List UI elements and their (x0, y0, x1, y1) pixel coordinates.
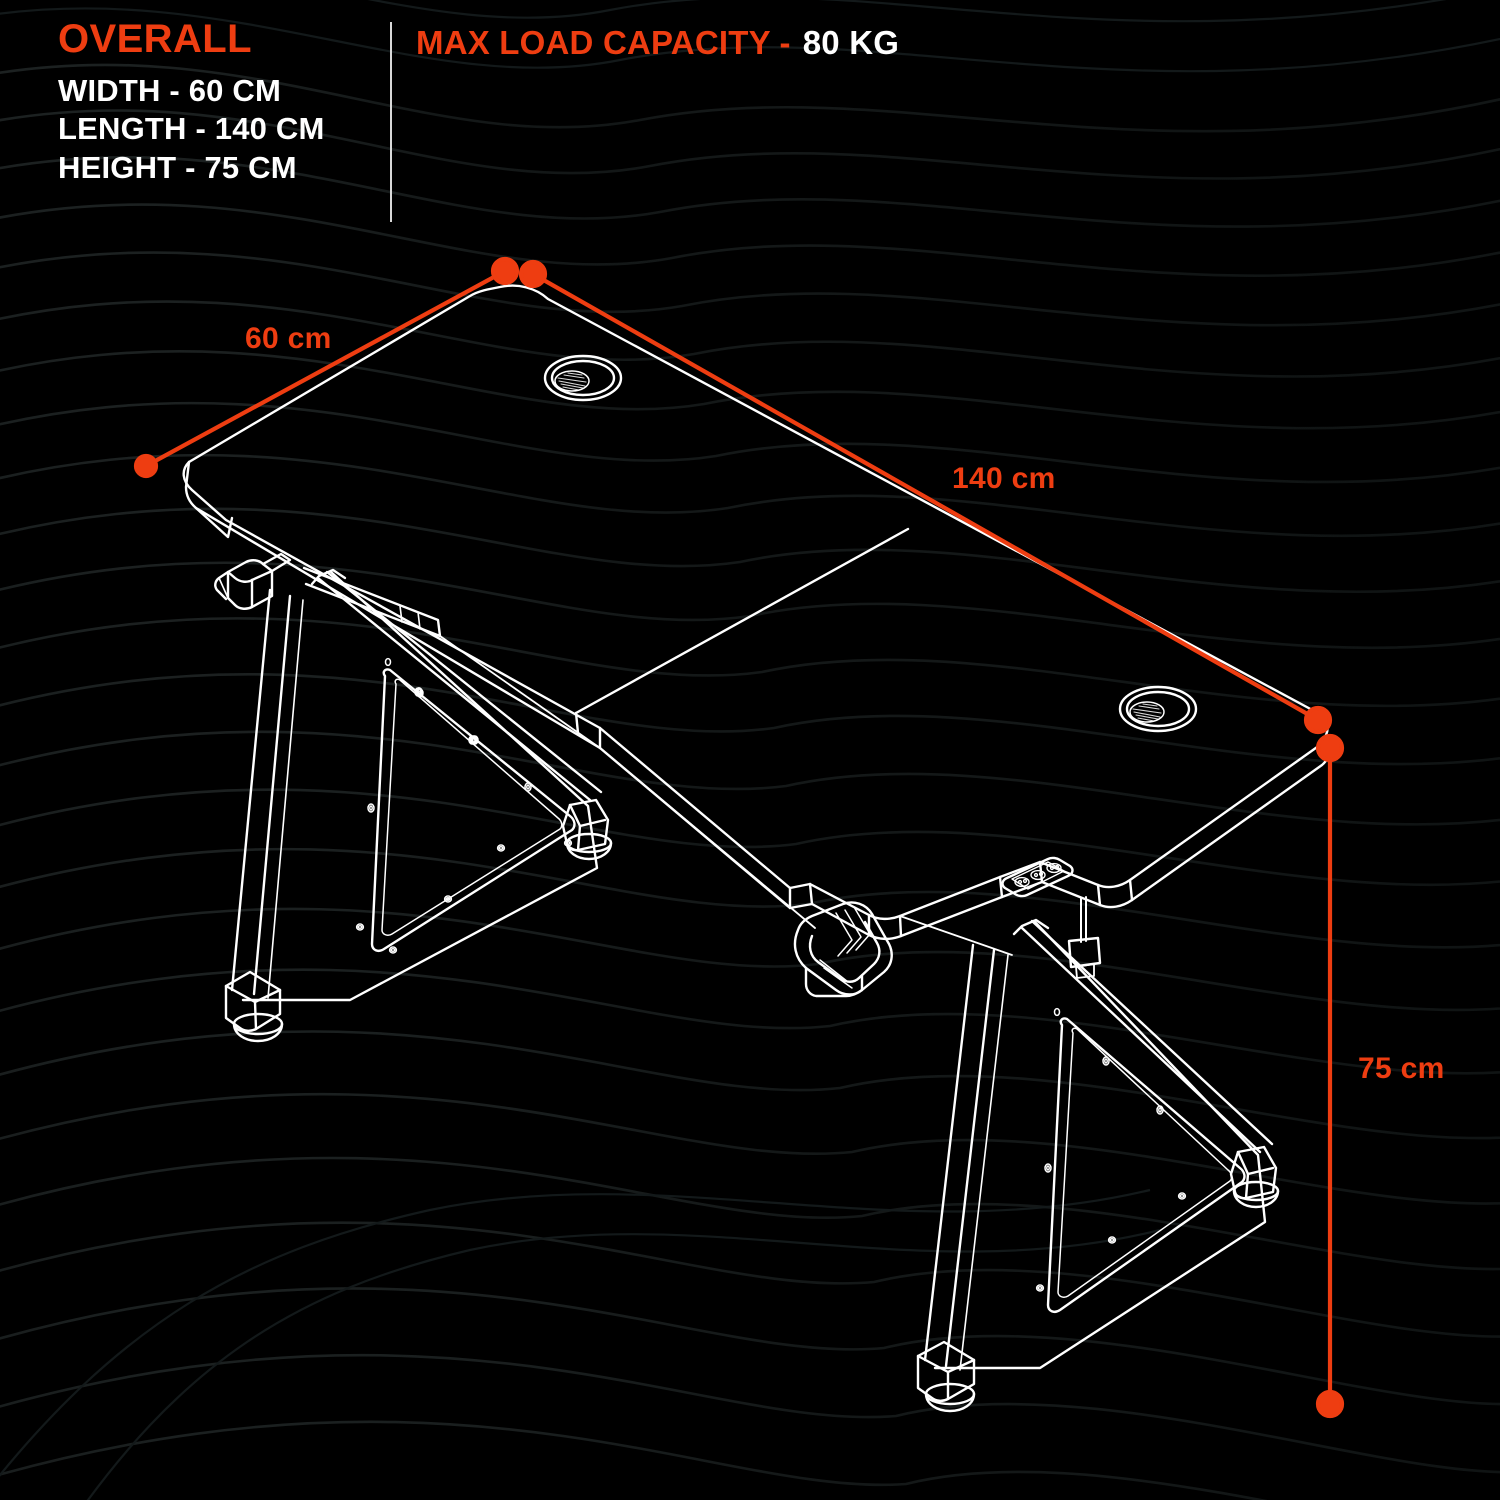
left-leg-glide-brace-b (565, 841, 613, 861)
desktop-edge-notch (788, 743, 1330, 941)
right-leg-brace-outer (933, 919, 1267, 1370)
right-leg-glide-brace (1232, 1180, 1280, 1202)
power-socket-inner-bevel (1011, 861, 1065, 890)
center-beam-under (439, 635, 601, 749)
left-leg-glide-post-b (232, 1022, 284, 1043)
dimension-line-length (530, 271, 1321, 723)
desktop-edge-seg-g (1128, 878, 1134, 902)
right-leg-bolt-holes (1035, 1007, 1187, 1292)
left-leg-foot-post-edge (253, 1000, 258, 1031)
max-load-capacity-block: MAX LOAD CAPACITY - 80 KG (416, 24, 899, 62)
dimension-label-width: 60 cm (245, 322, 332, 355)
left-leg-post-inner2 (267, 599, 304, 999)
left-leg-brace-inner (370, 668, 576, 952)
right-leg-glide-brace-b (1232, 1189, 1280, 1209)
left-leg-post-outer (230, 588, 272, 992)
left-leg-diag-upper (316, 576, 592, 802)
power-socket-body (1001, 856, 1074, 898)
max-load-value: 80 KG (802, 24, 900, 61)
dimension-lines (133, 256, 1345, 1419)
left-leg-brace-inner2 (381, 678, 563, 936)
spec-width: WIDTH - 60 CM (58, 73, 282, 108)
left-leg-foot-post (224, 970, 282, 1032)
cable-grommet-left-inner (550, 359, 616, 397)
cable-grommet-right-brush-lines (1132, 703, 1162, 722)
hanging-plug-prong (1075, 963, 1095, 979)
dimension-line-width (143, 268, 508, 469)
left-leg-top-bracket (310, 568, 347, 586)
overall-spec-block: OVERALL WIDTH - 60 CM LENGTH - 140 CM HE… (58, 18, 378, 187)
cable-grommet-left-outer (543, 354, 623, 402)
cable-grommet-left-brush-lines (557, 372, 587, 391)
header-divider (390, 22, 392, 222)
right-leg-post-outer (923, 943, 975, 1362)
right-leg-brace-inner (1046, 1017, 1246, 1313)
spec-length: LENGTH - 140 CM (58, 111, 325, 147)
cup-holder-bowl (226, 559, 274, 610)
desktop-surface-seam (574, 527, 910, 715)
right-leg-glide-post (924, 1382, 976, 1406)
desktop-surface-seam-tick (574, 711, 580, 735)
left-leg-top-rail-div1 (399, 605, 403, 623)
dimension-label-height: 75 cm (1358, 1052, 1445, 1085)
right-leg-glide-post-b (924, 1392, 976, 1413)
power-socket-outlets (1014, 862, 1062, 888)
headphone-hook-base (804, 966, 864, 998)
desktop-edge-seg-f (1096, 883, 1102, 907)
max-load-label: MAX LOAD CAPACITY - (416, 24, 791, 61)
cable-grommet-right-brush (1129, 701, 1165, 723)
cable-grommet-right-outer (1118, 685, 1198, 733)
right-leg-brace-inner2 (1057, 1027, 1233, 1298)
right-leg-foot-brace-edge (1244, 1172, 1250, 1200)
right-leg-post-inner (944, 948, 996, 1368)
dimension-endpoint-width-start (133, 453, 159, 479)
headphone-hook-ribs (819, 906, 871, 989)
cable-grommet-right-inner (1125, 690, 1191, 728)
desktop-edge-seg-c (898, 914, 903, 938)
center-beam-top (599, 747, 816, 929)
dimension-endpoint-length-end (1303, 705, 1333, 735)
dimension-endpoint-width-end (490, 256, 520, 286)
headphone-hook-inner (808, 920, 881, 983)
cable-grommet-left-brush (554, 370, 590, 392)
desktop-edge-seg-d (998, 875, 1004, 899)
dimension-endpoint-length-start (518, 259, 548, 289)
right-leg-top-bracket (1012, 918, 1050, 936)
right-under-rail (899, 915, 1013, 956)
left-leg-brace-outer (241, 570, 599, 1002)
dimension-endpoint-height-start (1315, 733, 1345, 763)
spec-height: HEIGHT - 75 CM (58, 149, 297, 185)
cup-holder-bracket (261, 552, 292, 573)
page-title: OVERALL (58, 17, 252, 61)
dimension-label-length: 140 cm (952, 462, 1056, 495)
left-leg-post-inner (252, 594, 292, 996)
right-leg-diag-upper-b (1030, 919, 1274, 1146)
dimension-endpoint-height-end (1315, 1389, 1345, 1419)
header: OVERALL WIDTH - 60 CM LENGTH - 140 CM HE… (0, 0, 1500, 240)
right-leg-foot-post (916, 1340, 976, 1402)
left-leg-top-rail-div2 (417, 611, 421, 630)
desktop-edge-seg-a (808, 882, 814, 906)
cup-holder-rim (226, 569, 274, 583)
cup-holder-arm-tip (218, 577, 229, 599)
right-leg-post-inner2 (959, 954, 1009, 1371)
left-leg-glide-post (232, 1012, 284, 1036)
left-leg-foot-brace-edge (576, 824, 582, 852)
